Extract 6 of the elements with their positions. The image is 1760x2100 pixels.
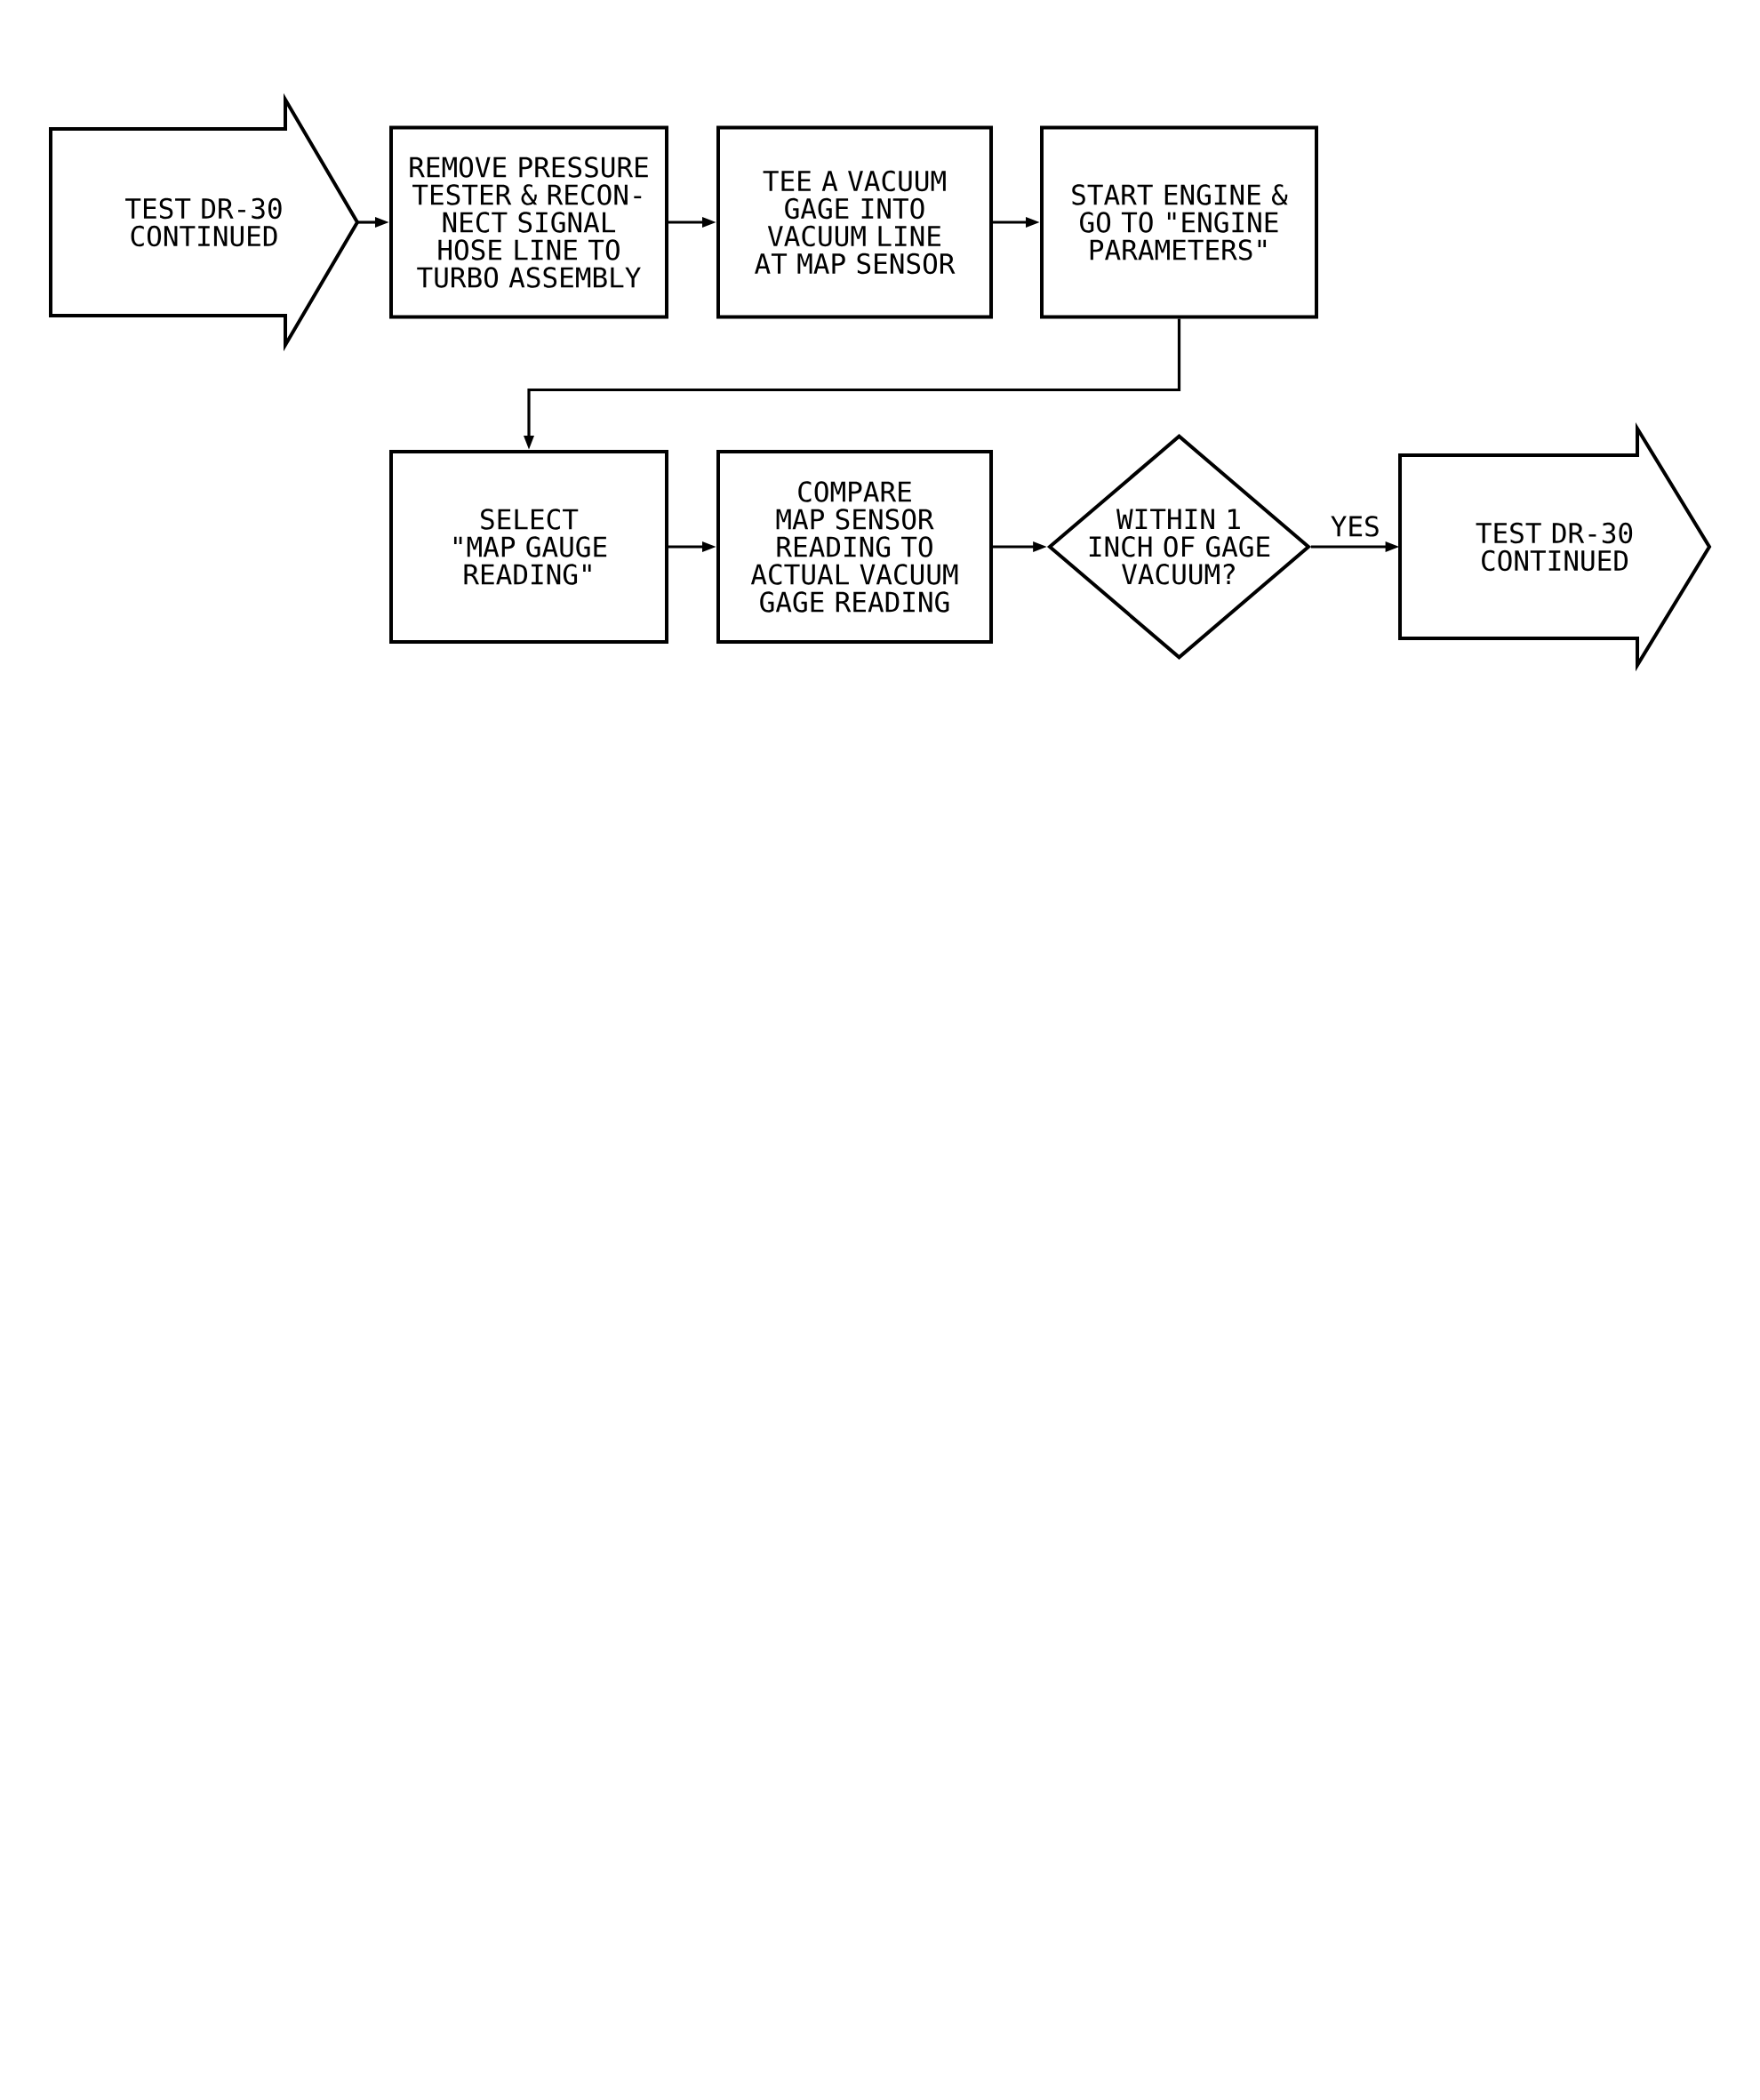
process-box: TEE A VACUUM GAGE INTO VACUUM LINE AT MAP SENSOR <box>716 125 993 319</box>
process-box: SELECT "MAP GAUGE READING" <box>389 450 668 644</box>
process-box: COMPARE MAP SENSOR READING TO ACTUAL VACUUM GAGE READING <box>716 450 993 644</box>
edge-label: YES <box>1327 513 1383 540</box>
process-box: REMOVE PRESSURE TESTER & RECON- NECT SIGNAL HOSE LINE TO TURBO ASSEMBLY <box>389 125 668 319</box>
process-box: START ENGINE & GO TO "ENGINE PARAMETERS" <box>1040 125 1318 319</box>
